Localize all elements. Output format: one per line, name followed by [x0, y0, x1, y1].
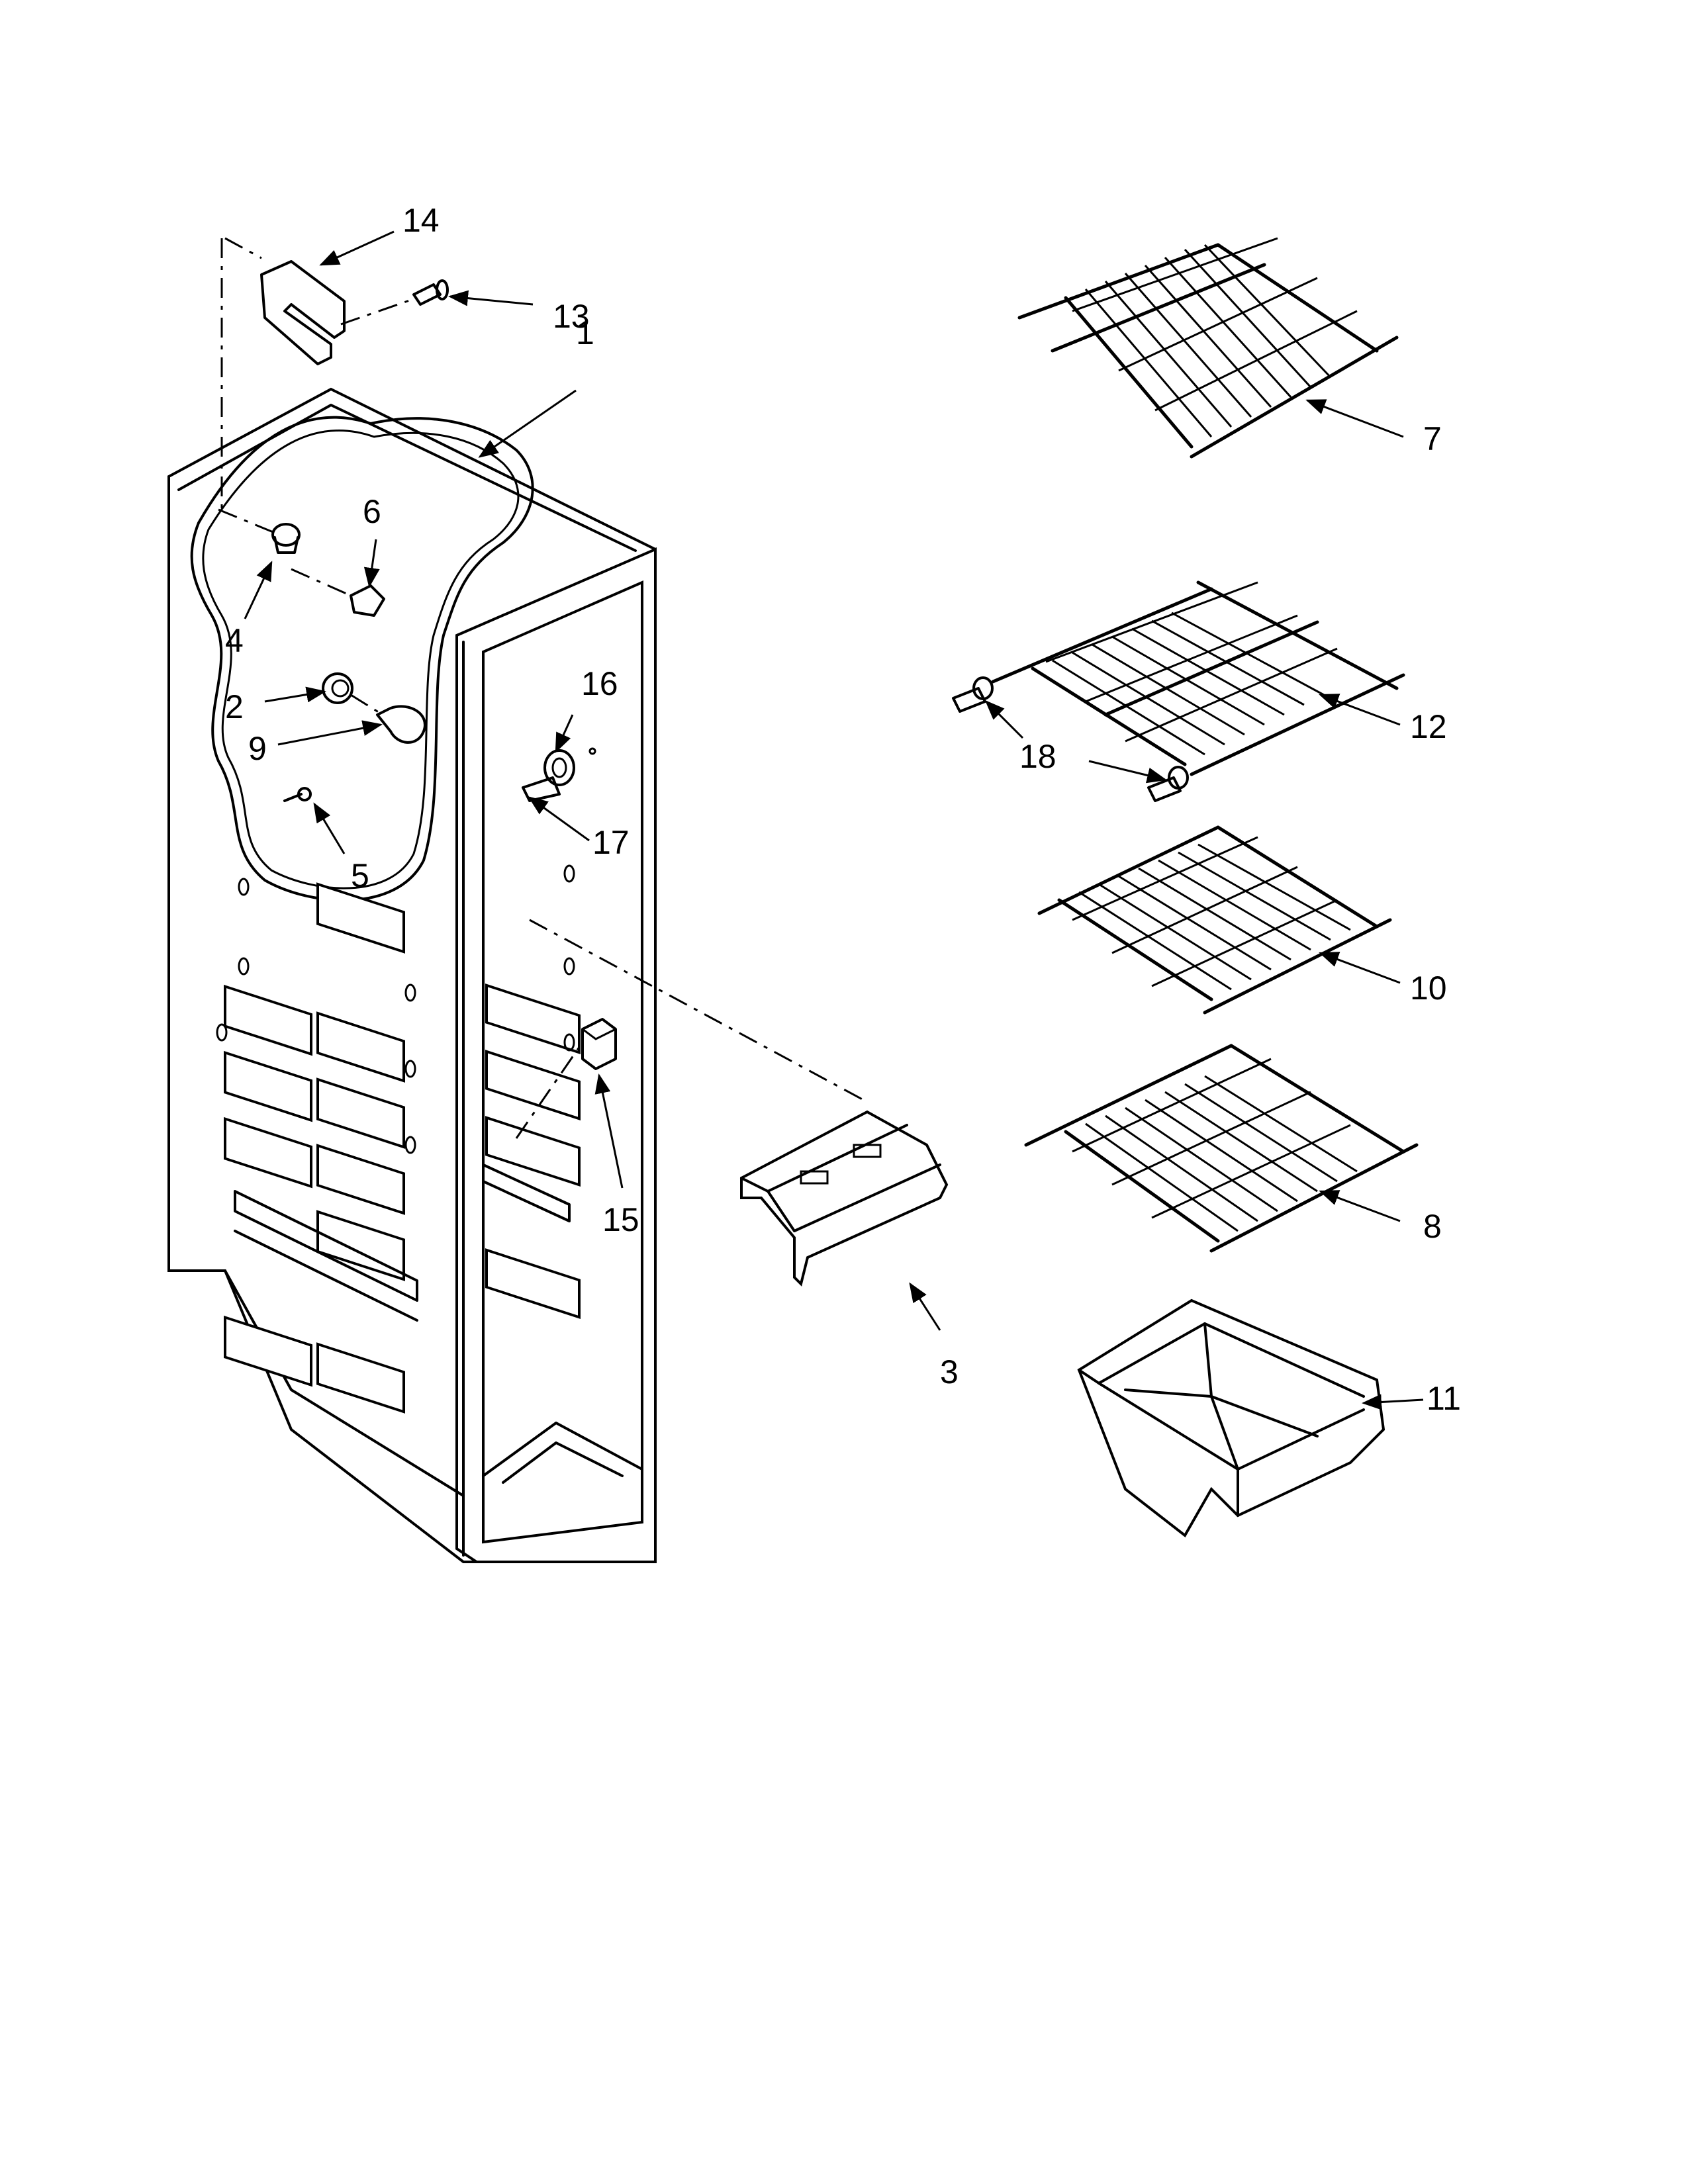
wire-shelf-second	[991, 580, 1405, 776]
wire-shelf-fourth	[1024, 1044, 1419, 1253]
callout-10: 10	[1410, 970, 1447, 1007]
wire-shelf-third	[1037, 825, 1392, 1015]
callout-17: 17	[592, 824, 630, 861]
wire-shelf-top	[1017, 237, 1399, 459]
light-housing-bracket	[260, 260, 346, 365]
callout-5: 5	[351, 857, 369, 894]
cover-panel	[740, 1110, 949, 1287]
screw	[412, 279, 449, 306]
callout-11: 11	[1427, 1380, 1461, 1417]
callout-12: 12	[1410, 708, 1447, 745]
callout-labels: 14 13 1 6 4 2 9 5 16 17 15 3 7 12 18 10 …	[225, 202, 1461, 1417]
callout-2: 2	[225, 688, 244, 725]
control-knob	[271, 523, 301, 554]
callout-14: 14	[402, 202, 440, 239]
freezer-basket	[1077, 1298, 1385, 1537]
callout-1: 1	[576, 314, 594, 351]
shelf-support-clip	[581, 1018, 617, 1070]
freezer-liner	[167, 387, 657, 1563]
lamp-shield-pin	[283, 787, 312, 802]
callout-9: 9	[248, 730, 267, 767]
callout-3: 3	[940, 1353, 959, 1390]
callout-7: 7	[1423, 420, 1442, 457]
callout-8: 8	[1423, 1208, 1442, 1245]
callout-13: 13	[553, 298, 590, 335]
leader-arrows	[244, 230, 1424, 1410]
light-bulb	[376, 705, 426, 744]
callout-18: 18	[1019, 738, 1056, 775]
callout-16: 16	[581, 665, 618, 702]
callout-15: 15	[602, 1201, 639, 1238]
shelf-stud-left	[952, 676, 994, 713]
shelf-stud-right	[1147, 766, 1189, 802]
callout-6: 6	[363, 493, 381, 530]
callout-4: 4	[225, 622, 244, 659]
